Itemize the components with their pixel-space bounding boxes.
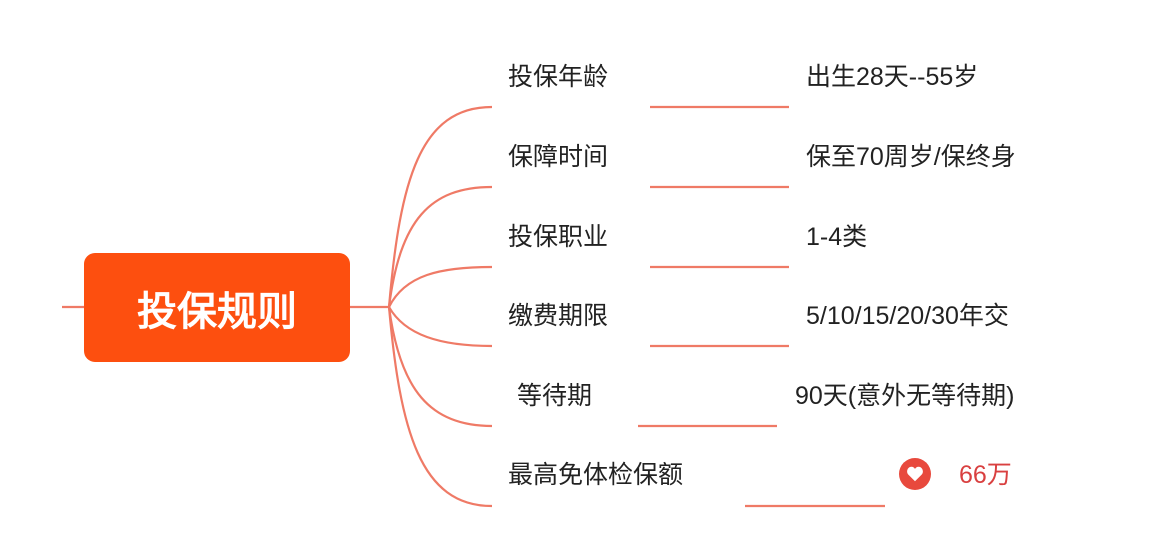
branch-value[interactable]: 5/10/15/20/30年交 (806, 302, 1009, 330)
branch-curve-3 (388, 265, 493, 308)
branch-value[interactable]: 1-4类 (806, 223, 868, 251)
branch-value[interactable]: 90天(意外无等待期) (795, 382, 1015, 410)
branch-label[interactable]: 保障时间 (508, 143, 609, 171)
root-node[interactable]: 投保规则 (84, 253, 350, 362)
branch-label[interactable]: 缴费期限 (508, 302, 609, 330)
branch-label[interactable]: 投保职业 (508, 223, 609, 251)
heart-icon (899, 458, 931, 490)
branch-label[interactable]: 投保年龄 (508, 63, 609, 91)
branch-value[interactable]: 出生28天--55岁 (806, 63, 979, 91)
branch-value[interactable]: 66万 (959, 461, 1012, 489)
branch-curve-6 (387, 306, 493, 508)
branch-label[interactable]: 最高免体检保额 (508, 461, 684, 489)
branch-curve-4 (388, 306, 493, 348)
branch-curve-5 (387, 306, 493, 428)
branch-curve-1 (387, 105, 493, 308)
branch-curve-2 (387, 185, 493, 308)
branch-label[interactable]: 等待期 (517, 382, 593, 410)
root-label: 投保规则 (137, 289, 297, 334)
branch-value[interactable]: 保至70周岁/保终身 (806, 143, 1016, 171)
